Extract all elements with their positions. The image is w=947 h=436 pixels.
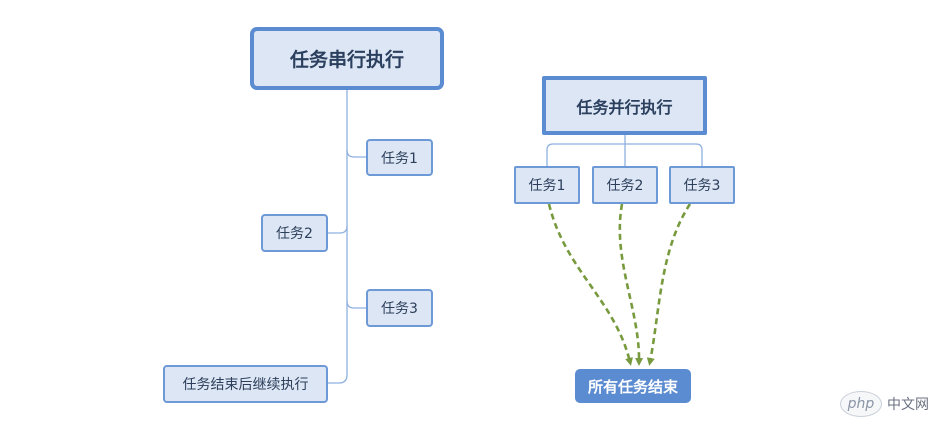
php-logo-icon: php (840, 391, 882, 417)
serial-trunk (328, 90, 348, 384)
parallel-task2-node: 任务2 (592, 166, 658, 204)
serial-continue-node: 任务结束后继续执行 (163, 365, 328, 403)
serial-connectors (328, 90, 366, 384)
watermark-text: 中文网 (887, 397, 929, 413)
parallel-task1-node: 任务1 (514, 166, 580, 204)
watermark: php 中文网 (840, 390, 929, 418)
serial-root-node: 任务串行执行 (250, 27, 444, 90)
arrow-task3-to-end (646, 203, 692, 366)
serial-branch-task2 (328, 225, 348, 234)
parallel-crossbar (546, 143, 703, 166)
arrow-task1-to-end (547, 203, 633, 366)
serial-task2-node: 任务2 (261, 214, 328, 252)
arrow-task2-to-end (618, 203, 644, 366)
serial-task1-node: 任务1 (366, 139, 433, 176)
serial-branch-task3 (346, 300, 366, 309)
parallel-end-node: 所有任务结束 (575, 369, 691, 403)
parallel-connectors (546, 135, 703, 166)
parallel-arrows (547, 203, 692, 366)
parallel-task3-node: 任务3 (669, 166, 735, 204)
serial-task3-node: 任务3 (366, 289, 433, 327)
parallel-root-node: 任务并行执行 (542, 76, 707, 135)
serial-branch-task1 (346, 149, 366, 158)
